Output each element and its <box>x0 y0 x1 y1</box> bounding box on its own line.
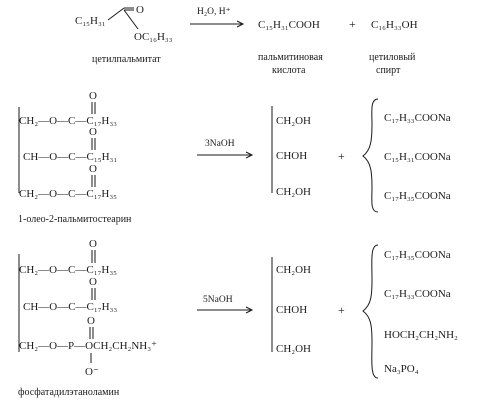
phosphate-anion-oxygen: O⁻ <box>85 366 99 378</box>
phospholipid-carbonyl-oxygen-1: O <box>89 238 97 250</box>
phosphoryl-oxygen: O <box>87 315 95 327</box>
soap-oleate: C₁₇H₃₃COONa <box>384 112 451 124</box>
soap-palmitate: C₁₅H₃₁COONa <box>384 151 451 163</box>
plus-sign-3: + <box>338 303 345 317</box>
glycerol-ch2oh-top: CH₂OH <box>276 115 311 127</box>
cetyl-alcohol-name-line2: спирт <box>376 65 401 76</box>
carbonyl-oxygen-1: O <box>89 90 97 102</box>
glycerol-ch2oh-top-3: CH₂OH <box>276 264 311 276</box>
palmitic-acid-name-line2: кислота <box>272 65 306 76</box>
phospholipid-row-1: CH₂—O—C—C₁₇H₃₅ <box>19 264 117 276</box>
glycerol-ch2oh-bottom-3: CH₂OH <box>276 343 311 355</box>
hydrolysis-conditions: H₂O, H⁺ <box>197 7 231 17</box>
reaction-3-arrowhead <box>245 306 254 314</box>
plus-sign-1: + <box>349 17 356 31</box>
reaction-2-arrowhead <box>245 151 254 159</box>
phospholipid-name: фосфатадилэтаноламин <box>18 387 120 398</box>
phospholipid-carbonyl-oxygen-2: O <box>89 276 97 288</box>
products-brace-2 <box>362 98 379 213</box>
cetyl-c15-group: C₁₅H₃₁ <box>75 15 106 27</box>
triglyceride-row-2: CH—O—C—C₁₅H₃₁ <box>23 151 117 163</box>
cetyl-palmitate-name: цетилпальмитат <box>92 54 161 65</box>
phospholipid-row-2: CH—O—C—C₁₇H₃₃ <box>23 301 117 313</box>
products-brace-3 <box>362 244 379 379</box>
sodium-phosphate-product: Na₃PO₄ <box>384 363 419 375</box>
glycerol-ch2oh-bottom: CH₂OH <box>276 186 311 198</box>
cetyl-alcohol-formula: C₁₆H₃₃OH <box>371 19 418 31</box>
soap-stearate-3: C₁₇H₃₅COONa <box>384 249 451 261</box>
soap-oleate-3: C₁₇H₃₃COONa <box>384 288 451 300</box>
bond-c-o <box>123 9 139 30</box>
reagent-5naoh: 5NaOH <box>203 295 233 305</box>
carbonyl-oxygen: O <box>136 4 144 16</box>
palmitic-acid-name-line1: пальмитиновая <box>258 52 323 63</box>
carbonyl-oxygen-2: O <box>89 126 97 138</box>
glycerol-choh-3: CHOH <box>276 304 307 316</box>
reaction-1-arrowhead <box>236 20 245 28</box>
phospholipid-row-3: CH₂—O—P—OCH₂CH₂NH₃⁺ <box>19 340 157 352</box>
carbonyl-oxygen-3: O <box>89 163 97 175</box>
reaction-1-cetyl-palmitate: C₁₅H₃₁ O OC₁₆H₃₃ цетилпальмитат H₂O, H⁺ … <box>75 4 418 76</box>
palmitic-acid-formula: C₁₅H₃₁COOH <box>258 19 320 31</box>
cetyl-alcohol-name-line1: цетиловый <box>369 52 416 63</box>
cetyl-oc16-group: OC₁₆H₃₃ <box>134 31 173 43</box>
triglyceride-name: 1-олео-2-пальмитостеарин <box>18 214 132 225</box>
reagent-3naoh: 3NaOH <box>205 139 235 149</box>
reaction-3-phospholipid: CH₂—O—C—C₁₇H₃₅ O CH—O—C—C₁₇H₃₃ O CH₂—O—P… <box>18 238 458 398</box>
soap-stearate: C₁₇H₃₅COONa <box>384 190 451 202</box>
bond-c-c <box>107 7 125 21</box>
triglyceride-row-3: CH₂—O—C—C₁₇H₃₅ <box>19 188 117 200</box>
glycerol-choh: CHOH <box>276 150 307 162</box>
plus-sign-2: + <box>338 149 345 163</box>
triglyceride-row-1: CH₂—O—C—C₁₇H₃₃ <box>19 115 117 127</box>
reaction-2-triglyceride: CH₂—O—C—C₁₇H₃₃ O CH—O—C—C₁₅H₃₁ O CH₂—O—C… <box>18 90 451 225</box>
ethanolamine-product: HOCH₂CH₂NH₂ <box>384 329 458 341</box>
